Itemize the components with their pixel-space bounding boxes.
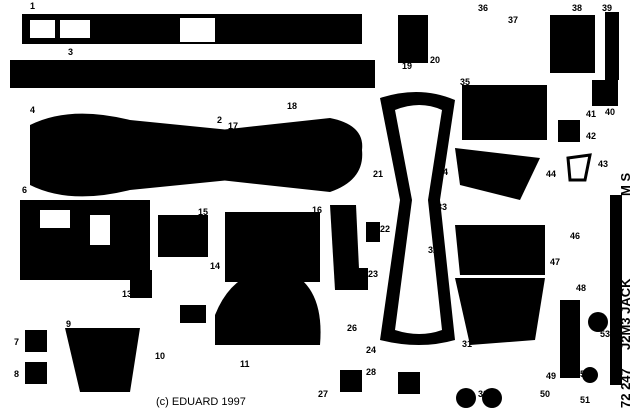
part-number: 42: [586, 131, 597, 141]
part-number: 48: [576, 283, 587, 293]
part-number: 19: [402, 61, 413, 71]
part-number: 25: [310, 271, 321, 281]
kit-number: 72 247: [618, 368, 633, 408]
part-number: 10: [155, 351, 166, 361]
part-number: 4: [30, 105, 36, 115]
part-number: 23: [368, 269, 379, 279]
part-34: [455, 148, 540, 200]
part-number: 3: [68, 47, 74, 57]
part-number: 41: [586, 109, 597, 119]
part-number: 43: [598, 159, 609, 169]
part-number: 14: [210, 261, 221, 271]
part-number: 13: [122, 289, 133, 299]
part-52: [582, 367, 598, 383]
part-number: 7: [14, 337, 20, 347]
part-23: [352, 268, 368, 290]
part-38: [550, 15, 595, 73]
part-number: 38: [572, 3, 583, 13]
part-number: 46: [570, 231, 581, 241]
part-42: [558, 120, 580, 142]
part-13: [130, 270, 152, 298]
kit-title: J2M3 JACK: [618, 278, 633, 350]
part-number: 53: [600, 329, 611, 339]
part-43: [566, 153, 592, 182]
part-number: 5: [155, 177, 161, 187]
part-36: [398, 15, 428, 63]
part-number: 44: [546, 169, 557, 179]
copyright-text: (c) EDUARD 1997: [156, 396, 246, 408]
part-53: [588, 312, 608, 332]
part-number: 28: [366, 367, 377, 377]
part-number: 8: [14, 369, 20, 379]
part-25: [215, 269, 321, 345]
part-31: [455, 278, 545, 345]
part-number: 9: [66, 319, 72, 329]
part-47: [455, 225, 545, 275]
part-6: [20, 200, 150, 280]
part-number: 15: [198, 207, 209, 217]
part-4: [30, 113, 230, 197]
part-44: [532, 195, 578, 232]
part-49: [560, 300, 580, 378]
part-number: 36: [478, 3, 489, 13]
part-22: [366, 222, 380, 242]
part-number: 11: [240, 359, 250, 369]
part-number: 1: [30, 1, 36, 11]
part-number: 45: [610, 213, 621, 223]
part-number: 47: [550, 257, 561, 267]
part-number: 24: [366, 345, 377, 355]
part-number: 6: [22, 185, 28, 195]
part-number: 35: [460, 77, 471, 87]
part-number: 34: [438, 167, 449, 177]
part-number: 2: [217, 115, 223, 125]
part-3: [10, 60, 375, 88]
part-7: [25, 330, 47, 352]
part-28: [340, 370, 362, 392]
part-number: 12: [184, 309, 195, 319]
part-number: 21: [373, 169, 384, 179]
part-30b: [482, 388, 502, 408]
scale-mark: M S: [618, 172, 633, 196]
part-number: 20: [430, 55, 441, 65]
part-17: [220, 118, 363, 192]
part-number: 32: [428, 245, 439, 255]
part-number: 51: [580, 395, 591, 405]
part-number: 50: [540, 389, 551, 399]
part-35: [462, 85, 547, 140]
part-39: [605, 12, 619, 80]
part-8: [25, 362, 47, 384]
part-30a: [456, 388, 476, 408]
part-number: 29: [405, 385, 416, 395]
part-number: 27: [318, 389, 329, 399]
part-40: [592, 80, 618, 106]
part-9: [65, 328, 140, 392]
part-number: 33: [437, 202, 448, 212]
part-number: 31: [462, 339, 473, 349]
part-number: 17: [228, 121, 239, 131]
part-number: 22: [380, 224, 391, 234]
part-number: 39: [602, 3, 613, 13]
part-number: 26: [347, 323, 358, 333]
part-number: 18: [287, 101, 298, 111]
part-12: [180, 305, 206, 323]
part-number: 40: [605, 107, 616, 117]
part-number: 30: [478, 389, 489, 399]
part-number: 37: [508, 15, 519, 25]
part-number: 49: [546, 371, 557, 381]
part-number: 16: [312, 205, 323, 215]
part-45: [610, 195, 622, 385]
part-29: [398, 372, 420, 394]
part-number: 52: [580, 369, 591, 379]
part-15: [158, 215, 208, 257]
